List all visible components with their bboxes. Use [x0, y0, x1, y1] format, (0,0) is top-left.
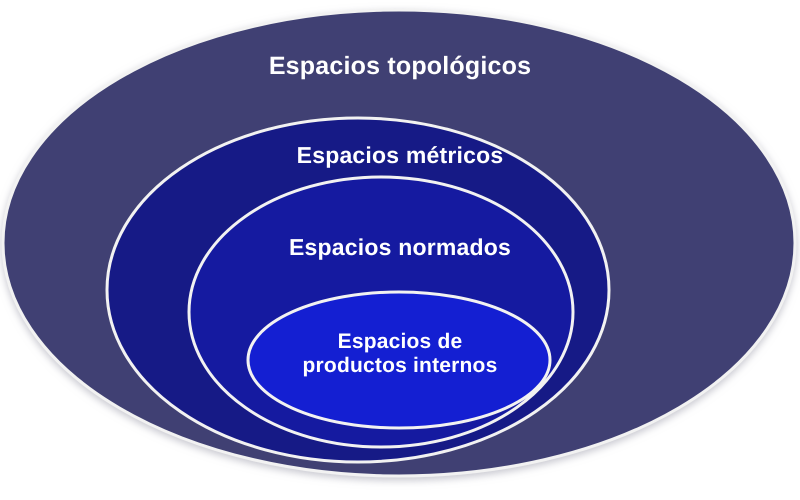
label-espacios-productos-internos: Espacios de productos internos: [302, 330, 498, 378]
ellipse-espacios-productos-internos: [246, 290, 552, 430]
label-espacios-normados: Espacios normados: [289, 234, 511, 260]
label-espacios-metricos: Espacios métricos: [296, 142, 504, 168]
label-espacios-topologicos: Espacios topológicos: [268, 52, 532, 80]
